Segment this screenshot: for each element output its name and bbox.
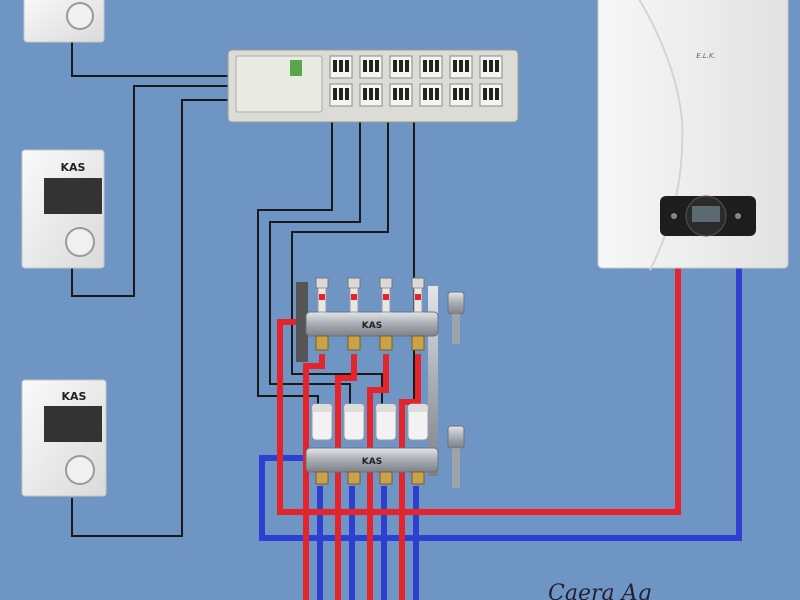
valve-actuator-icon[interactable] xyxy=(407,403,429,485)
boiler-brand: E.L.K. xyxy=(696,52,716,60)
supply-loop-4 xyxy=(399,354,421,600)
thermostat-knob[interactable] xyxy=(65,227,95,257)
thermostat-brand: KAS xyxy=(61,161,86,174)
electric-boiler: E.L.K. xyxy=(597,0,789,271)
wire-zone-2 xyxy=(269,120,361,412)
terminal-block xyxy=(389,55,413,107)
return-pipe-boiler xyxy=(259,268,742,541)
controller-terminal-blocks xyxy=(329,55,503,107)
thermostat-screen xyxy=(44,178,102,214)
return-manifold-bar xyxy=(305,447,439,473)
manifold-bracket-right xyxy=(428,286,438,476)
terminal-block xyxy=(479,55,503,107)
wire-thermostat-3 xyxy=(71,99,232,537)
flow-meters xyxy=(315,277,425,351)
boiler-button-left[interactable] xyxy=(671,213,677,219)
thermostat-knob[interactable] xyxy=(65,455,95,485)
manifold-brand-top: KAS xyxy=(362,321,382,331)
flow-meter-icon[interactable] xyxy=(379,277,393,351)
supply-pipe-boiler xyxy=(277,268,681,515)
boiler-button-right[interactable] xyxy=(735,213,741,219)
terminal-block xyxy=(449,55,473,107)
wire-thermostat-1 xyxy=(71,36,232,77)
terminal-block xyxy=(359,55,383,107)
wire-zone-3 xyxy=(291,120,389,412)
wire-thermostat-2 xyxy=(71,85,232,297)
floor-heating-manifold: KAS KAS xyxy=(296,277,465,488)
terminal-block xyxy=(419,55,443,107)
terminal-block xyxy=(329,55,353,107)
signature: Caera Ag xyxy=(548,581,652,600)
flow-meter-icon[interactable] xyxy=(315,277,329,351)
air-vent-icon xyxy=(447,425,465,488)
thermostat-screen xyxy=(44,406,102,442)
thermostat-2[interactable]: KAS xyxy=(21,149,105,269)
valve-actuator-icon[interactable] xyxy=(343,403,365,485)
manifold-brand-bottom: KAS xyxy=(362,457,382,467)
supply-pipes xyxy=(277,268,681,600)
air-vent-icon xyxy=(447,291,465,344)
supply-manifold-bar xyxy=(305,311,439,337)
supply-loop-3 xyxy=(367,354,389,600)
supply-loop-1 xyxy=(303,354,325,600)
supply-loop-2 xyxy=(335,354,357,600)
thermostat-knob[interactable] xyxy=(66,2,94,30)
thermostat-1[interactable] xyxy=(23,0,105,43)
manifold-bracket xyxy=(296,282,308,362)
valve-actuator-icon[interactable] xyxy=(311,403,333,485)
controller-led xyxy=(290,60,302,76)
thermostat-3[interactable]: KAS xyxy=(21,379,107,497)
control-wires xyxy=(71,36,415,537)
thermostat-brand: KAS xyxy=(62,390,87,403)
flow-meter-icon[interactable] xyxy=(411,277,425,351)
flow-meter-icon[interactable] xyxy=(347,277,361,351)
valve-actuators xyxy=(311,403,429,485)
controller-power-section xyxy=(235,55,323,113)
wire-zone-1 xyxy=(257,120,333,412)
wiring-controller xyxy=(227,49,519,123)
boiler-display-icon xyxy=(692,206,720,222)
valve-actuator-icon[interactable] xyxy=(375,403,397,485)
